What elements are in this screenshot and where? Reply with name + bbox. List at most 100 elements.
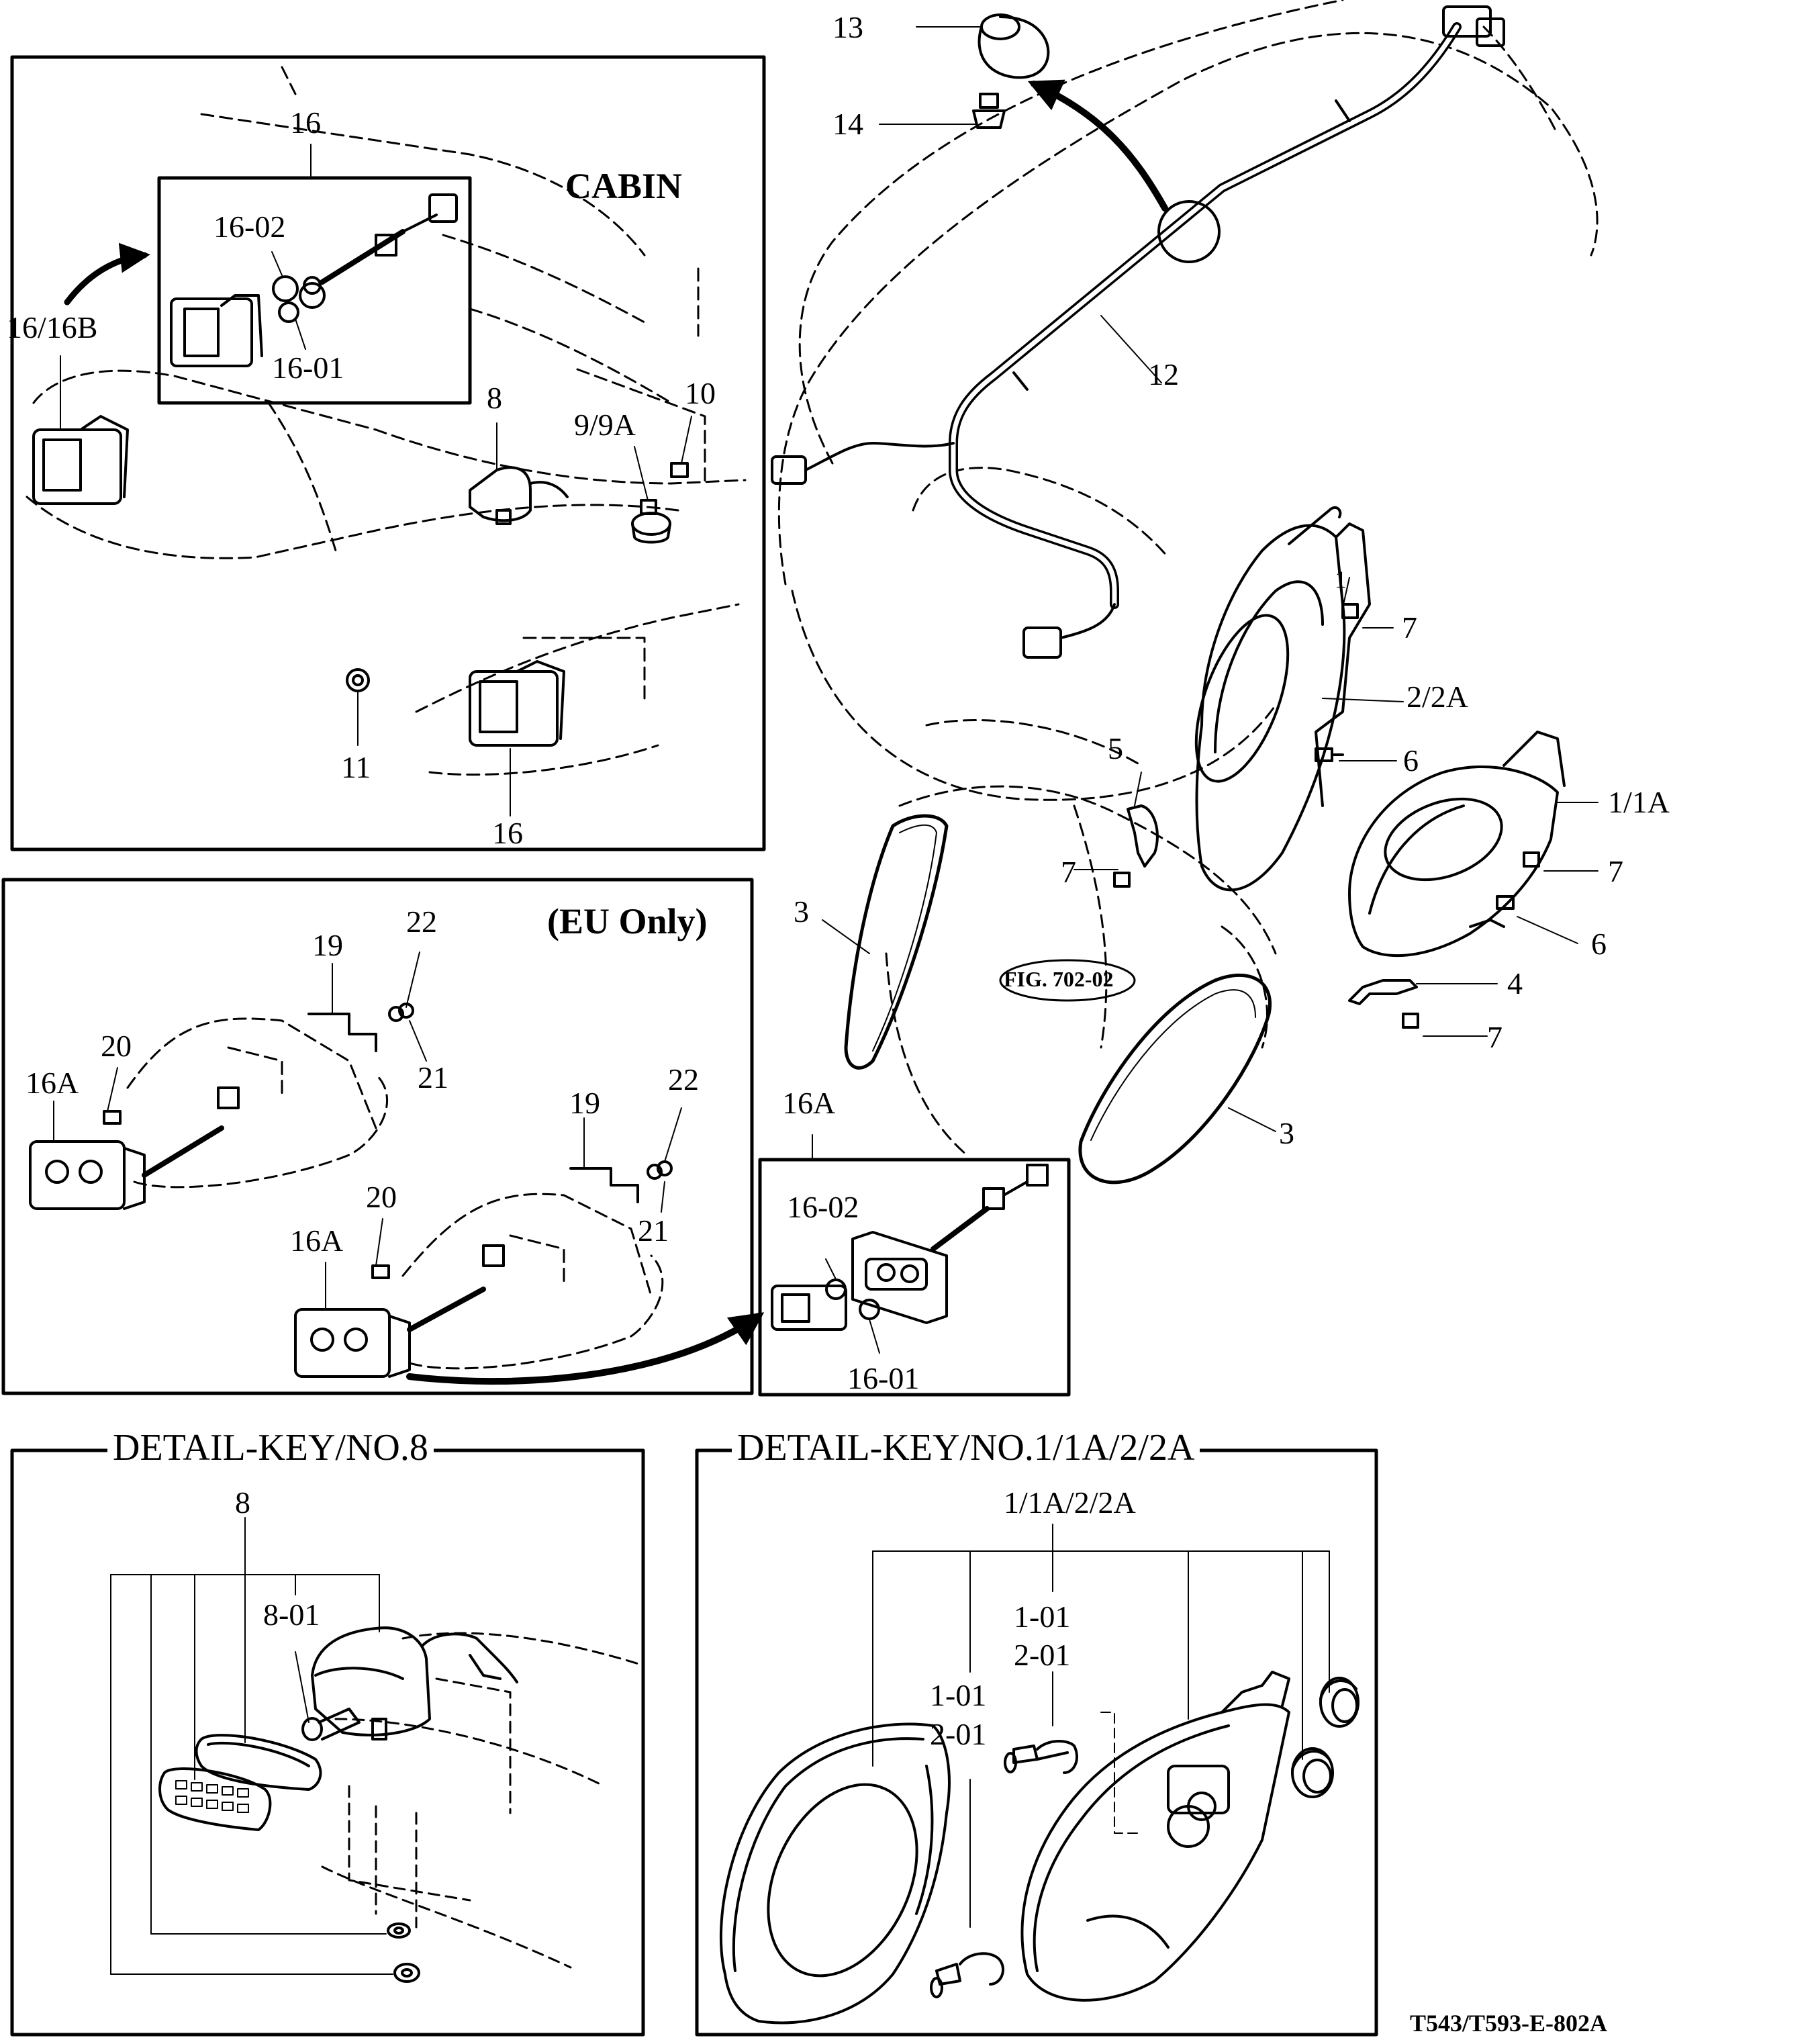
cabin-bulbs-inset (272, 193, 458, 323)
callout-7a: 7 (1402, 610, 1417, 645)
box-callout-16-02: 16-02 (787, 1190, 859, 1224)
eu-callout-20b: 20 (366, 1180, 397, 1214)
eu-nut-b (647, 1160, 673, 1180)
gasket-3a (844, 814, 949, 1070)
eu-lamp-16A-a (29, 1086, 240, 1210)
detail8-bulb (301, 1708, 361, 1741)
bolt-6b (1496, 895, 1515, 910)
callout-7d: 7 (1487, 1020, 1503, 1054)
eu-callout-16A-a: 16A (26, 1066, 79, 1100)
detail8-lamp (311, 1626, 518, 1740)
eu-lamp-16A-b (294, 1244, 505, 1378)
callout-3a: 3 (794, 894, 809, 929)
callout-4: 4 (1507, 966, 1523, 1001)
detail8-nut (393, 1963, 420, 1983)
bracket-5 (1127, 804, 1159, 868)
bracket-4 (1348, 979, 1418, 1005)
cabin-callout-9-9A: 9/9A (574, 408, 636, 442)
detail1-leaders (872, 1524, 1330, 1928)
eu-callout-21b: 21 (638, 1213, 669, 1248)
eu-bracket-19a (307, 1013, 377, 1052)
eu-panel-border (1, 878, 754, 1395)
box-callout-16A: 16A (782, 1086, 836, 1120)
detail8-callout-8: 8 (235, 1485, 250, 1520)
cabin-callout-10: 10 (685, 376, 716, 410)
eu-panel-title: (EU Only) (547, 901, 708, 941)
callout-5: 5 (1108, 731, 1123, 765)
detail1-title: DETAIL-KEY/NO.1/1A/2/2A (732, 1429, 1200, 1467)
callout-13: 13 (832, 10, 863, 44)
cabin-dashed (26, 66, 747, 776)
callout-6a: 6 (1403, 743, 1419, 778)
detail-circle (1157, 200, 1221, 263)
cabin-inset-border (157, 176, 472, 405)
cabin-callout-16-top: 16 (290, 105, 321, 140)
box-16A-border (758, 1158, 1071, 1397)
detail8-leaders (110, 1517, 393, 1975)
detail1-lens-front (719, 1722, 951, 2025)
callout-2-2A: 2/2A (1406, 680, 1468, 714)
detail1-socket-b (1291, 1747, 1334, 1798)
box-lamp-lens (771, 1285, 847, 1331)
headlamp-1 (1348, 731, 1566, 958)
wire-harness (771, 5, 1505, 659)
cabin-inset-arrow (64, 242, 150, 306)
eu-callout-16A-b: 16A (290, 1223, 344, 1258)
eu-nut-a (388, 1003, 414, 1022)
cabin-nut-11 (346, 668, 370, 692)
cabin-callout-16-02: 16-02 (213, 210, 286, 244)
gasket-3b (1078, 973, 1272, 1184)
detail8-callout-8-01: 8-01 (263, 1597, 320, 1632)
eu-callout-19a: 19 (312, 928, 343, 962)
cabin-callout-16-bottom: 16 (492, 816, 523, 850)
detail8-lens (158, 1767, 272, 1831)
detail1-callout-2-01-b: 2-01 (930, 1717, 987, 1751)
eu-bracket-19b (569, 1167, 639, 1203)
callout-6b: 6 (1591, 927, 1607, 961)
cabin-callout-8: 8 (487, 381, 502, 415)
eu-callout-19b: 19 (569, 1086, 600, 1120)
callout-7b: 7 (1061, 855, 1076, 889)
cabin-panel-border (10, 55, 766, 851)
cabin-lamp-8 (469, 466, 569, 525)
detail1-border (695, 1448, 1378, 2037)
figure-ref-oval (999, 959, 1136, 1002)
eu-to-box-arrow (406, 1312, 765, 1385)
eu-callout-20a: 20 (101, 1029, 132, 1063)
detail1-callout-1-01-a: 1-01 (1014, 1599, 1071, 1634)
detail1-callout-1-01-b: 1-01 (930, 1678, 987, 1712)
eu-callout-22b: 22 (668, 1062, 699, 1097)
drawing-code: T543/T593-E-802A (1410, 2010, 1608, 2037)
detail1-callout-top: 1/1A/2/2A (1004, 1485, 1136, 1520)
detail1-callout-2-01-a: 2-01 (1014, 1638, 1071, 1672)
detail8-dashed (321, 1632, 645, 1969)
cabin-callout-11: 11 (341, 750, 371, 784)
eu-callout-22a: 22 (406, 904, 437, 939)
detail8-border (10, 1448, 645, 2037)
cabin-panel-title: CABIN (565, 166, 683, 206)
detail1-housing (1020, 1671, 1290, 2002)
screw-14 (972, 93, 1006, 129)
fender-outline (777, 0, 1599, 1156)
figure-reference: FIG. 702-02 (1004, 967, 1114, 991)
detail1-socket-a (1319, 1677, 1360, 1728)
bolt-7d (1402, 1013, 1419, 1029)
bolt-7a (1341, 603, 1359, 619)
cabin-callout-16-16B: 16/16B (7, 310, 98, 344)
bolt-7c (1523, 851, 1540, 868)
detail8-title: DETAIL-KEY/NO.8 (107, 1429, 434, 1467)
box-callout-16-01: 16-01 (847, 1361, 920, 1395)
eu-callout-21a: 21 (418, 1060, 448, 1095)
callout-3b: 3 (1279, 1116, 1294, 1150)
bolt-7b (1113, 872, 1131, 888)
eu-dashed (126, 1017, 664, 1370)
cabin-lamp-16 (469, 660, 565, 747)
callout-14: 14 (832, 107, 863, 141)
cabin-callout-16-01: 16-01 (272, 351, 344, 385)
clip-13 (977, 13, 1050, 79)
cabin-lamp-inset (170, 294, 263, 367)
cabin-lamp-16B (32, 415, 129, 505)
detail8-washer (387, 1922, 411, 1939)
callout-7c: 7 (1608, 854, 1623, 888)
